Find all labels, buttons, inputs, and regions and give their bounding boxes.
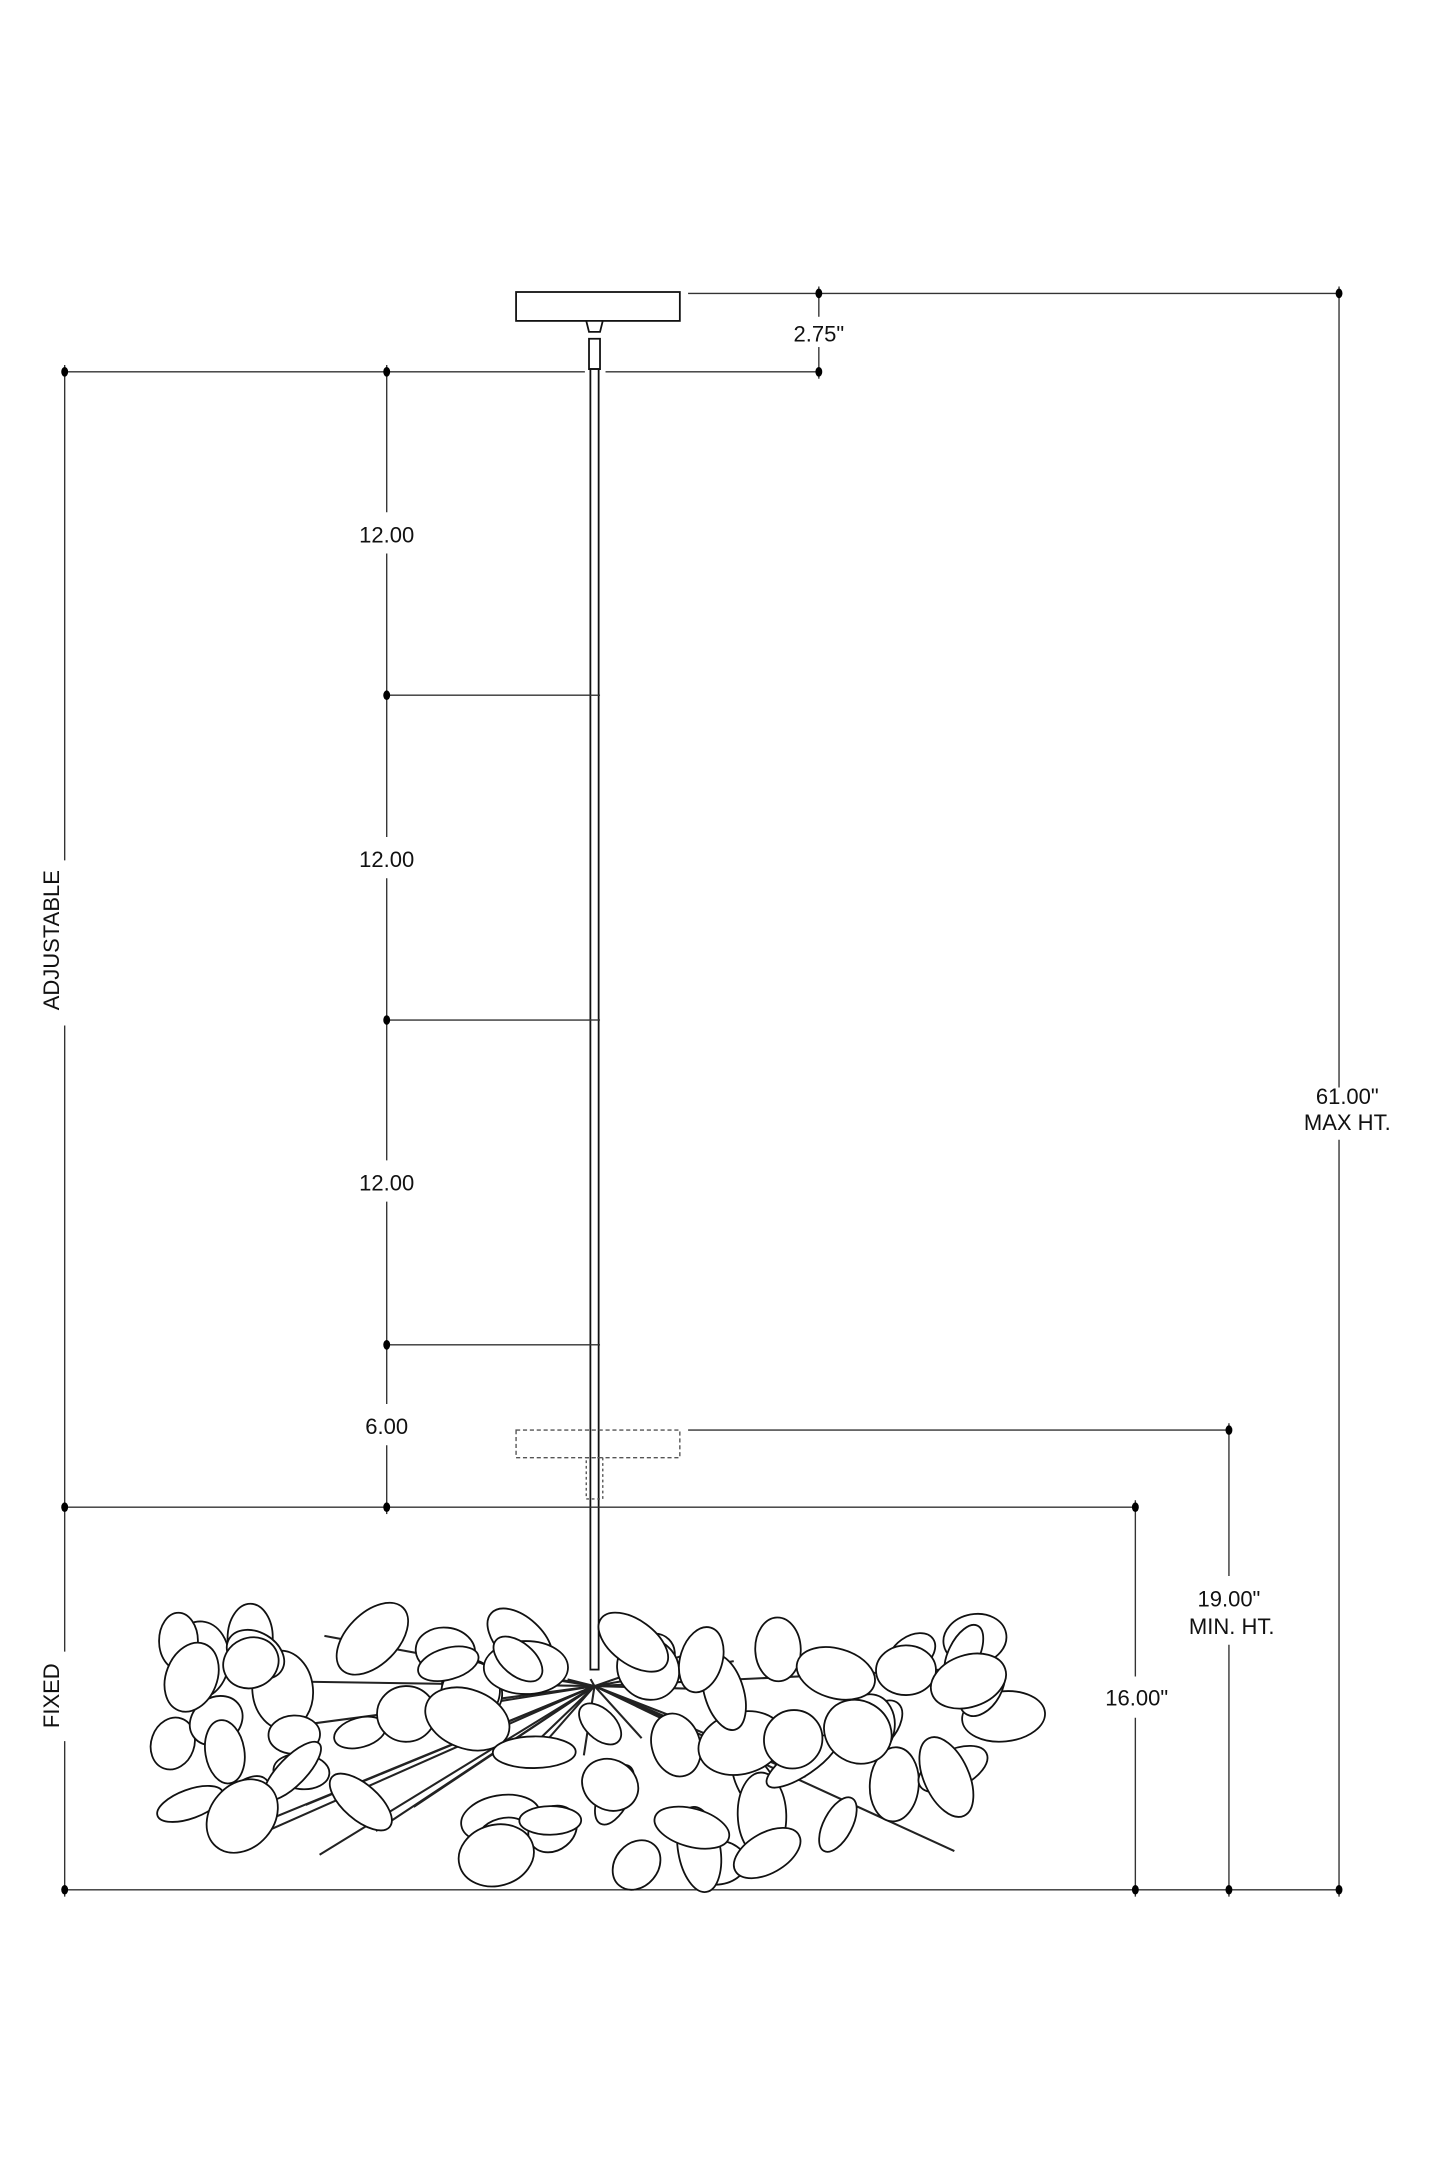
canopy-height-label: 2.75" xyxy=(794,322,845,347)
leaf xyxy=(149,1716,196,1771)
leaf xyxy=(457,1823,535,1888)
leaf xyxy=(929,1652,1007,1710)
dimension-dot xyxy=(61,1884,69,1895)
segment-2-label: 12.00 xyxy=(359,847,414,872)
branch xyxy=(567,1678,595,1688)
leaf xyxy=(650,1712,702,1778)
dimension-dot xyxy=(1131,1884,1139,1895)
leaf xyxy=(222,1636,280,1690)
max-height-label: MAX HT. xyxy=(1304,1110,1391,1135)
leaf xyxy=(335,1601,409,1676)
dimension-lines xyxy=(63,286,1340,1897)
leaf xyxy=(763,1709,824,1770)
dimension-dot xyxy=(383,690,391,701)
dimension-dot xyxy=(1225,1884,1233,1895)
dimension-dot xyxy=(383,1015,391,1025)
leaf-cluster xyxy=(149,1601,1046,1893)
leaf xyxy=(491,1735,577,1769)
dimension-dot xyxy=(815,367,823,377)
leaf xyxy=(205,1778,279,1854)
fixed-section-label: FIXED xyxy=(39,1663,64,1728)
leaf xyxy=(417,1645,480,1683)
leaf xyxy=(328,1772,393,1832)
leaf xyxy=(818,1796,858,1853)
branch xyxy=(375,1685,596,1832)
fitting-min-position xyxy=(585,1456,604,1500)
leaf xyxy=(754,1616,802,1683)
leaf xyxy=(868,1746,920,1823)
dimension-dot xyxy=(815,288,823,299)
leaf xyxy=(581,1757,640,1812)
leaf xyxy=(597,1611,669,1673)
segment-1-label: 12.00 xyxy=(359,522,414,547)
leaf xyxy=(611,1839,662,1891)
leaf xyxy=(918,1736,975,1818)
canopy xyxy=(515,291,681,322)
min-height-value: 19.00" xyxy=(1198,1586,1261,1611)
dimension-dot xyxy=(61,367,69,377)
leaf xyxy=(518,1805,583,1836)
leaf xyxy=(578,1702,623,1746)
adjustable-section-label: ADJUSTABLE xyxy=(39,870,64,1010)
leaf xyxy=(732,1826,802,1880)
max-height-value: 61.00" xyxy=(1316,1084,1379,1109)
leaf xyxy=(678,1626,725,1694)
leaf xyxy=(795,1646,876,1701)
dimension-endpoints xyxy=(61,288,1343,1895)
leaf xyxy=(492,1635,544,1683)
dimension-dot xyxy=(1335,1884,1343,1895)
branch xyxy=(244,1685,595,1842)
segment-4-label: 6.00 xyxy=(365,1414,408,1439)
dimension-dot xyxy=(1225,1425,1233,1435)
leaf xyxy=(424,1686,511,1752)
dimension-dot xyxy=(61,1502,69,1512)
branch xyxy=(544,1685,596,1744)
canopy-min-position xyxy=(515,1429,681,1459)
fixed-height-value: 16.00" xyxy=(1105,1685,1168,1710)
dimension-dot xyxy=(383,1502,391,1512)
leaf xyxy=(653,1805,731,1850)
canopy-fitting xyxy=(585,320,604,370)
leaf xyxy=(823,1698,893,1765)
leaf xyxy=(163,1641,220,1713)
segment-3-label: 12.00 xyxy=(359,1171,414,1196)
dimension-dot xyxy=(383,367,391,377)
branch xyxy=(593,1685,643,1739)
dimension-dot xyxy=(1131,1502,1139,1512)
leaf xyxy=(204,1719,246,1785)
dimension-dot xyxy=(1335,288,1343,299)
min-height-label: MIN. HT. xyxy=(1189,1614,1275,1639)
leaf xyxy=(875,1644,937,1696)
dimension-dot xyxy=(383,1339,391,1350)
rod-segment-joints xyxy=(589,694,601,1346)
